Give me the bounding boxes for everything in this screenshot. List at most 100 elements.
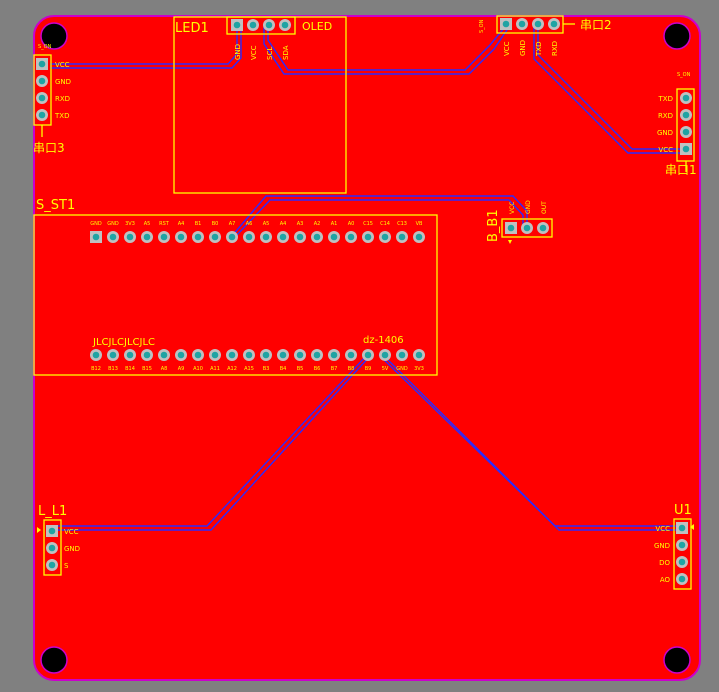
- pin-label: VCC: [55, 61, 70, 69]
- trace: [52, 354, 368, 527]
- trace: [50, 27, 242, 69]
- pad-hole: [502, 20, 510, 28]
- pad-hole: [143, 233, 151, 241]
- pad-hole: [330, 233, 338, 241]
- mount-hole: [40, 646, 68, 674]
- serial2-label: 串口2: [580, 18, 612, 32]
- pad-hole: [682, 128, 690, 136]
- pin-label: SDA: [282, 45, 290, 60]
- traces: [50, 26, 684, 531]
- trace: [230, 195, 528, 238]
- pad-hole: [518, 20, 526, 28]
- pin-label: A1: [331, 221, 338, 227]
- pin-label: DO: [659, 559, 670, 567]
- pad-hole: [279, 233, 287, 241]
- u1-label: U1: [674, 503, 692, 518]
- pad-hole: [279, 351, 287, 359]
- trace: [267, 26, 506, 71]
- pin-label: 3V3: [125, 221, 135, 227]
- pad-hole: [364, 233, 372, 241]
- pad-hole: [109, 351, 117, 359]
- pad-hole: [507, 224, 515, 232]
- pin-label: 5V: [382, 366, 389, 372]
- pin-label: GND: [654, 542, 670, 550]
- pad-hole: [48, 527, 56, 535]
- pad-hole: [177, 233, 185, 241]
- pad-hole: [126, 351, 134, 359]
- pin-label: A12: [227, 366, 237, 372]
- serial2-switch-label: S_ON: [479, 19, 485, 33]
- pin-label: C15: [363, 221, 373, 227]
- mount-holes: [40, 22, 691, 674]
- pad-hole: [160, 233, 168, 241]
- pad-hole: [347, 351, 355, 359]
- trace: [50, 27, 238, 65]
- pad-hole: [38, 60, 46, 68]
- l-l1-outline: [43, 519, 62, 576]
- pin-label: A7: [229, 221, 236, 227]
- pin-label: A10: [193, 366, 203, 372]
- pin-label: VCC: [64, 528, 79, 536]
- pin-label: A5: [144, 221, 151, 227]
- pad-hole: [245, 233, 253, 241]
- pad-hole: [313, 233, 321, 241]
- pin-label: GND: [396, 366, 408, 372]
- pin-label: B12: [91, 366, 101, 372]
- l-l1-label: L_L1: [38, 504, 67, 519]
- pin-label: B1: [195, 221, 202, 227]
- pin-label: RST: [159, 221, 170, 227]
- pad-hole: [143, 351, 151, 359]
- pin-label: A6: [246, 221, 253, 227]
- trace: [537, 27, 684, 150]
- pin-label: GND: [55, 78, 71, 86]
- pad-hole: [550, 20, 558, 28]
- pin-label: VCC: [509, 202, 516, 214]
- pin-label: B0: [212, 221, 219, 227]
- pad-hole: [38, 111, 46, 119]
- pin-label: B8: [348, 366, 355, 372]
- pad-hole: [48, 544, 56, 552]
- pad-hole: [160, 351, 168, 359]
- pin-label: VCC: [250, 45, 258, 60]
- pad-hole: [682, 111, 690, 119]
- pad-hole: [682, 145, 690, 153]
- pad-hole: [296, 351, 304, 359]
- pin-label: RXD: [551, 41, 559, 56]
- pad-hole: [48, 561, 56, 569]
- pin-label: A8: [161, 366, 168, 372]
- pad-hole: [249, 21, 257, 29]
- pin-label: VCC: [503, 41, 511, 56]
- pad-hole: [194, 351, 202, 359]
- mount-hole: [663, 22, 691, 50]
- pad-hole: [233, 21, 241, 29]
- pin-label: B7: [331, 366, 338, 372]
- pin-label: GND: [107, 221, 119, 227]
- pin-label: B4: [280, 366, 287, 372]
- pad-hole: [364, 351, 372, 359]
- pad-hole: [539, 224, 547, 232]
- pad-hole: [211, 351, 219, 359]
- pin-label: GND: [657, 129, 673, 137]
- pin-label: TXD: [658, 95, 673, 103]
- pad-hole: [92, 233, 100, 241]
- pad-hole: [296, 233, 304, 241]
- pad-hole: [228, 233, 236, 241]
- pad-hole: [347, 233, 355, 241]
- pad-hole: [313, 351, 321, 359]
- pad-hole: [265, 21, 273, 29]
- pin-label: VB: [416, 221, 423, 227]
- led1-label: LED1: [175, 21, 209, 36]
- pad-hole: [262, 351, 270, 359]
- pad-hole: [126, 233, 134, 241]
- pin-label: VCC: [655, 525, 670, 533]
- pin-label: GND: [525, 200, 532, 214]
- pin-label: TXD: [535, 42, 543, 57]
- pad-hole: [38, 77, 46, 85]
- pad-hole: [678, 524, 686, 532]
